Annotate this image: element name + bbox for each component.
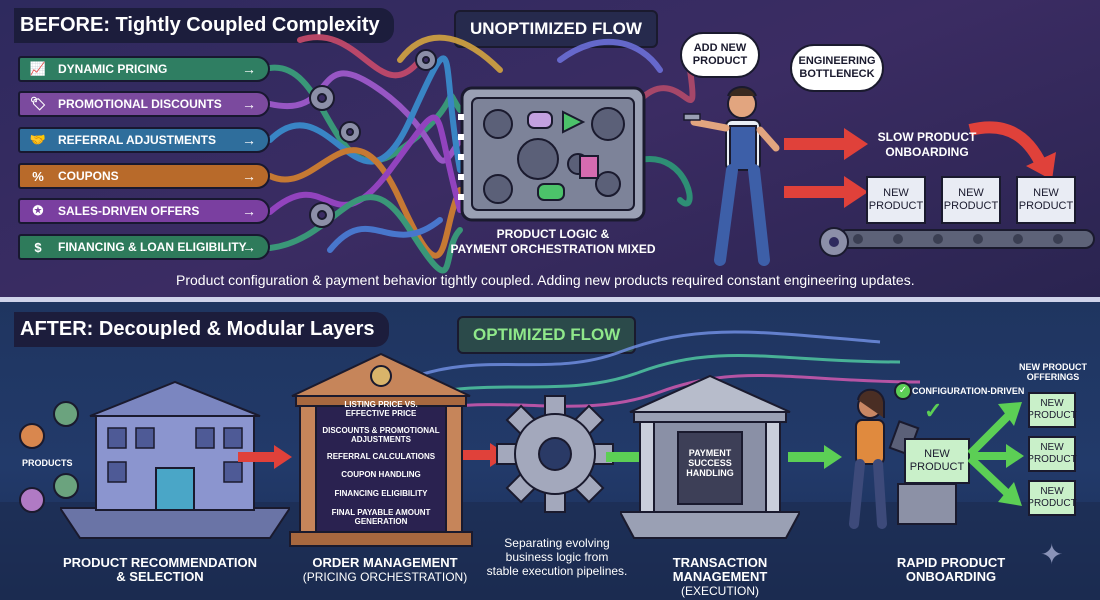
sparkle-icon: ✦ (1040, 539, 1064, 570)
product-recommendation-building (60, 380, 290, 539)
optimized-flow-badge: OPTIMIZED FLOW (457, 316, 637, 354)
label-text: FINANCING & LOAN ELIGIBILITY (58, 240, 247, 254)
offering-card-3: NEW PRODUCT (1027, 480, 1077, 516)
red-arrows (784, 121, 1056, 208)
new-product-card-3: NEW PRODUCT (1016, 176, 1076, 224)
after-title: AFTER: Decoupled & Modular Layers (14, 312, 389, 347)
conveyor-belt (819, 227, 1095, 257)
label-sub: (PRICING ORCHESTRATION) (302, 570, 468, 584)
percent-badge-icon: ✪ (32, 203, 44, 218)
label-rapid-onboarding: RAPID PRODUCT ONBOARDING (876, 556, 1026, 584)
frustrated-engineer-figure (683, 86, 780, 266)
label-transaction-management: TRANSACTION MANAGEMENT (EXECUTION) (630, 555, 810, 599)
label-promotional-discounts: 🏷 PROMOTIONAL DISCOUNTS → (18, 91, 270, 117)
green-arrow-2 (788, 445, 842, 469)
unoptimized-flow-badge: UNOPTIMIZED FLOW (454, 10, 658, 48)
label-text: SALES-DRIVEN OFFERS (58, 204, 200, 218)
arrow-right-icon: → (242, 239, 256, 255)
add-new-product-cloud: ADD NEW PRODUCT (680, 32, 760, 78)
machine-box (458, 86, 646, 222)
payment-success-handling: PAYMENT SUCCESS HANDLING (686, 448, 734, 478)
red-arrow-1 (238, 445, 292, 469)
offering-card-1: NEW PRODUCT (1027, 392, 1077, 428)
tag-icon: 🏷 (29, 96, 47, 111)
label-sub: (EXECUTION) (681, 584, 759, 598)
label-text: PROMOTIONAL DISCOUNTS (58, 97, 222, 111)
order-item-listing-price: LISTING PRICE VS. EFFECTIVE PRICE (344, 400, 418, 418)
arrow-right-icon: → (242, 203, 256, 219)
hand-coin-icon: $ (34, 239, 42, 255)
operator-with-tablet-figure (849, 388, 957, 529)
green-fan-arrows (968, 402, 1024, 506)
label-product-recommendation: PRODUCT RECOMMENDATION & SELECTION (40, 556, 280, 584)
new-product-card-2: NEW PRODUCT (941, 176, 1001, 224)
check-circle-icon: ✓ (894, 382, 912, 400)
products-label: PRODUCTS (22, 458, 73, 468)
label-dynamic-pricing: 📈 DYNAMIC PRICING → (18, 56, 270, 82)
order-item-coupon: COUPON HANDLING (341, 470, 421, 479)
machine-label: PRODUCT LOGIC & PAYMENT ORCHESTRATION MI… (450, 227, 656, 256)
chart-up-icon: 📈 (29, 61, 47, 76)
order-item-discounts: DISCOUNTS & PROMOTIONAL ADJUSTMENTS (322, 426, 440, 444)
arrow-right-icon: → (242, 96, 256, 112)
panel-divider (0, 297, 1100, 303)
order-item-financing: FINANCING ELIGIBILITY (334, 489, 428, 498)
label-referral-adjustments: 🤝 REFERRAL ADJUSTMENTS → (18, 127, 270, 153)
label-text: REFERRAL ADJUSTMENTS (58, 133, 217, 147)
before-panel: BEFORE: Tightly Coupled Complexity UNOPT… (0, 0, 1100, 298)
arrow-right-icon: → (242, 61, 256, 77)
engineering-bottleneck-cloud: ENGINEERING BOTTLENECK (790, 44, 884, 92)
handshake-icon: 🤝 (29, 132, 47, 147)
stable-gear-icon (496, 395, 614, 513)
customer-avatars (19, 401, 79, 513)
center-new-product-card: NEW PRODUCT (904, 438, 970, 484)
tangled-wires (267, 34, 696, 274)
transaction-bank-building (620, 374, 800, 539)
check-mark-icon: ✓ (924, 398, 943, 423)
arrow-right-icon: → (242, 132, 256, 148)
configuration-driven-label: CONFIGURATION-DRIVEN (912, 386, 1025, 396)
before-caption: Product configuration & payment behavior… (176, 272, 915, 288)
new-product-offerings-label: NEW PRODUCT OFFERINGS (1019, 362, 1087, 382)
arrow-right-icon: → (242, 168, 256, 184)
offering-card-2: NEW PRODUCT (1027, 436, 1077, 472)
label-text: DYNAMIC PRICING (58, 62, 168, 76)
new-product-card-1: NEW PRODUCT (866, 176, 926, 224)
label-text: COUPONS (58, 169, 119, 183)
label-sales-driven-offers: ✪ SALES-DRIVEN OFFERS → (18, 198, 270, 224)
separating-text: Separating evolving business logic from … (486, 536, 628, 578)
label-title: PRODUCT RECOMMENDATION & SELECTION (62, 555, 258, 584)
coupon-icon: % (32, 168, 44, 184)
label-title: TRANSACTION MANAGEMENT (672, 555, 768, 584)
before-title: BEFORE: Tightly Coupled Complexity (14, 8, 394, 43)
order-item-final-amount: FINAL PAYABLE AMOUNT GENERATION (331, 508, 431, 526)
label-financing-loan-eligibility: $ FINANCING & LOAN ELIGIBILITY → (18, 234, 270, 260)
label-title: RAPID PRODUCT ONBOARDING (896, 555, 1006, 584)
order-management-temple (289, 352, 473, 547)
after-panel: AFTER: Decoupled & Modular Layers OPTIMI… (0, 302, 1100, 600)
slow-product-onboarding-label: SLOW PRODUCT ONBOARDING (877, 130, 977, 159)
order-item-referral: REFERRAL CALCULATIONS (326, 452, 436, 461)
label-order-management: ORDER MANAGEMENT (PRICING ORCHESTRATION) (290, 555, 480, 585)
label-coupons: % COUPONS → (18, 163, 270, 189)
label-title: ORDER MANAGEMENT (312, 555, 458, 570)
